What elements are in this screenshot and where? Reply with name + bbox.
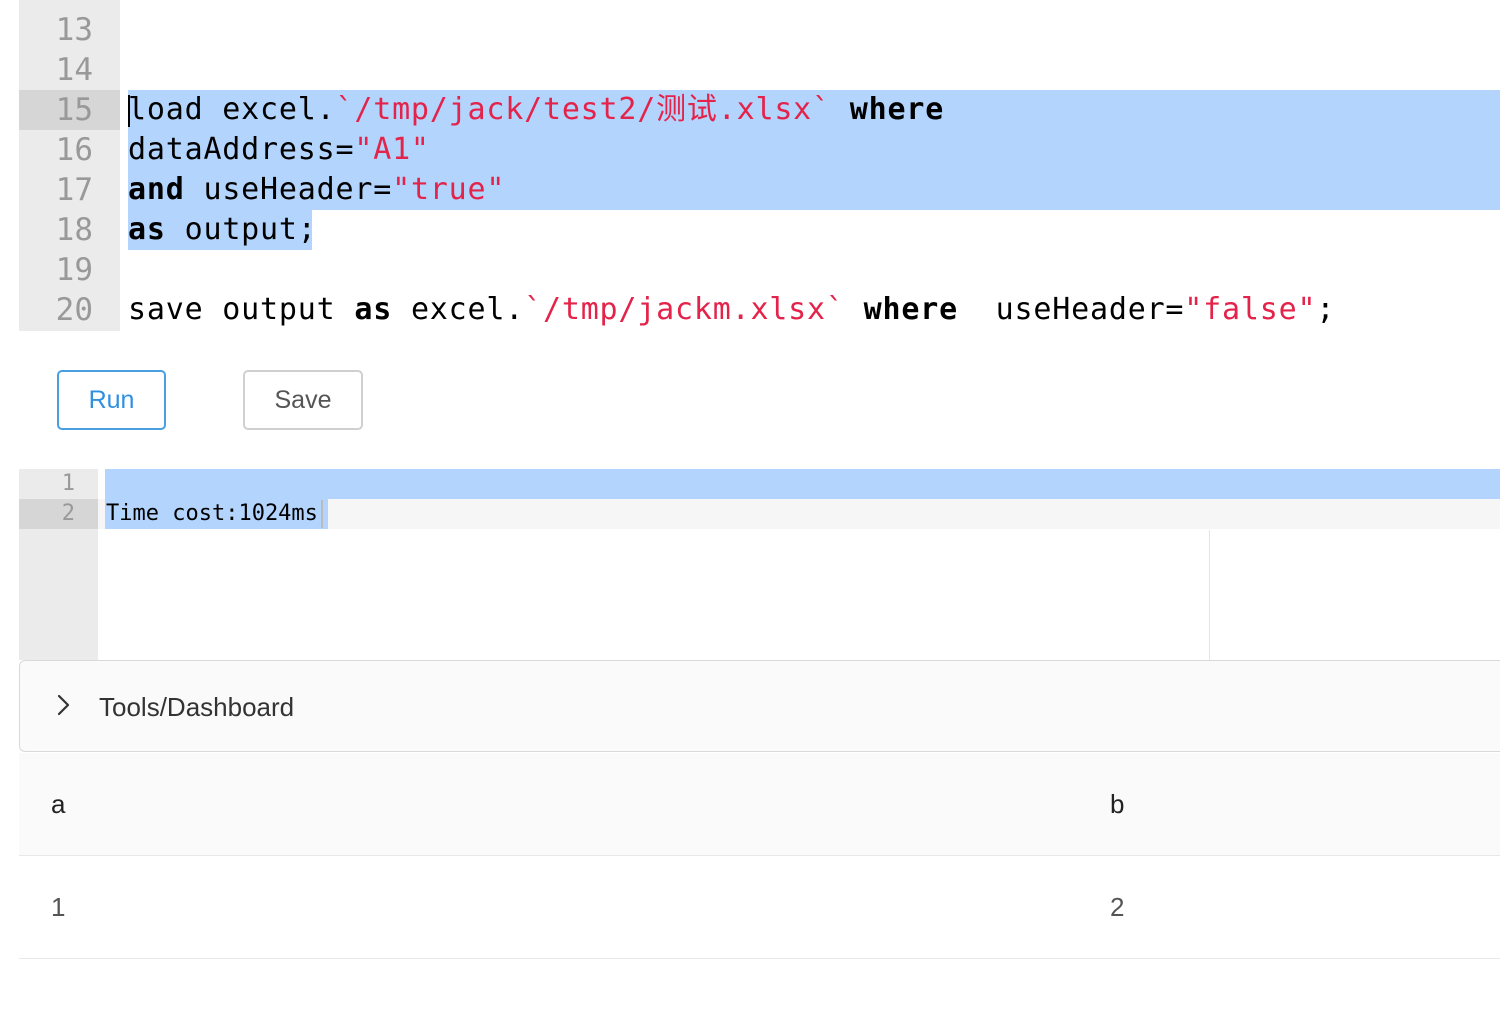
- line-number: 13: [55, 12, 93, 48]
- code-keyword: where: [863, 292, 958, 327]
- line-number: 18: [55, 212, 93, 248]
- table-cell: 1: [51, 892, 66, 922]
- code-token: save output: [128, 292, 355, 327]
- text-selection: [128, 210, 312, 250]
- code-text: and useHeader="true": [128, 170, 505, 210]
- run-button[interactable]: Run: [57, 370, 166, 430]
- console-line[interactable]: 1: [19, 469, 1500, 499]
- code-token: useHeader=: [957, 292, 1185, 327]
- editor-line[interactable]: 17 and useHeader="true": [19, 170, 1500, 210]
- line-number: 19: [55, 252, 93, 288]
- output-console[interactable]: 1 2 Time cost:1024ms: [19, 469, 1500, 660]
- code-token: useHeader=: [184, 172, 393, 207]
- console-line-active[interactable]: 2 Time cost:1024ms: [19, 499, 1500, 529]
- code-keyword: and: [128, 172, 185, 207]
- editor-line[interactable]: 19: [19, 250, 1500, 290]
- table-cell: 2: [1110, 892, 1125, 922]
- tools-dashboard-panel[interactable]: Tools/Dashboard: [19, 660, 1500, 752]
- code-token: ;: [1316, 292, 1336, 327]
- editor-line[interactable]: 13: [19, 10, 1500, 50]
- column-header-a[interactable]: a: [51, 789, 66, 819]
- code-string: `/tmp/jack/test2/测试.xlsx`: [335, 92, 831, 127]
- line-number: 17: [55, 172, 93, 208]
- code-text: load excel.`/tmp/jack/test2/测试.xlsx` whe…: [128, 90, 944, 130]
- code-token: load excel.: [128, 92, 336, 127]
- code-editor[interactable]: 13 14 15 load excel.`/tmp/jack/test2/测试.…: [19, 0, 1500, 331]
- text-selection: [105, 469, 1500, 499]
- console-text: Time cost:1024ms: [106, 499, 323, 529]
- panel-title[interactable]: Tools/Dashboard: [99, 692, 295, 722]
- column-header-b[interactable]: b: [1110, 789, 1125, 819]
- text-selection: [128, 170, 1500, 210]
- line-number: 16: [55, 132, 93, 168]
- editor-line-active[interactable]: 15 load excel.`/tmp/jack/test2/测试.xlsx` …: [19, 90, 1500, 130]
- text-selection: [128, 130, 1500, 170]
- editor-line[interactable]: 16 dataAddress="A1": [19, 130, 1500, 170]
- line-number: 2: [19, 499, 98, 529]
- code-text: save output as excel.`/tmp/jackm.xlsx` w…: [128, 290, 1335, 330]
- code-keyword: as: [354, 292, 393, 327]
- code-string: "false": [1184, 292, 1317, 327]
- editor-line[interactable]: 18 as output;: [19, 210, 1500, 250]
- editor-line[interactable]: 14: [19, 50, 1500, 90]
- editor-gutter: [19, 0, 120, 331]
- result-table: a b 1 2: [19, 753, 1500, 959]
- text-selection: [105, 499, 328, 529]
- line-number: 1: [61, 471, 75, 496]
- code-token: [845, 292, 864, 327]
- code-string: `/tmp/jackm.xlsx`: [524, 292, 845, 327]
- code-string: "true": [392, 172, 506, 207]
- code-string: "A1": [354, 132, 430, 167]
- print-margin-line: [1209, 530, 1210, 660]
- code-token: dataAddress=: [128, 132, 355, 167]
- code-token: excel.: [392, 292, 525, 327]
- code-keyword: where: [849, 92, 945, 127]
- editor-line[interactable]: 20 save output as excel.`/tmp/jackm.xlsx…: [19, 290, 1500, 330]
- text-cursor: [128, 94, 130, 127]
- line-number: 15: [19, 90, 120, 130]
- line-number: 20: [55, 292, 93, 328]
- time-cost-text: Time cost:1024ms: [106, 501, 318, 526]
- code-text: dataAddress="A1": [128, 130, 430, 170]
- line-number: 14: [55, 52, 93, 88]
- code-keyword: as: [128, 212, 166, 247]
- table-row[interactable]: 1 2: [19, 856, 1500, 959]
- text-selection: [128, 90, 1500, 130]
- chevron-right-icon[interactable]: [54, 693, 74, 717]
- code-token: output;: [165, 212, 317, 247]
- code-token: [831, 92, 850, 127]
- table-header: a b: [19, 753, 1500, 856]
- save-button[interactable]: Save: [243, 370, 363, 430]
- text-cursor: [320, 500, 323, 528]
- code-text: as output;: [128, 210, 317, 250]
